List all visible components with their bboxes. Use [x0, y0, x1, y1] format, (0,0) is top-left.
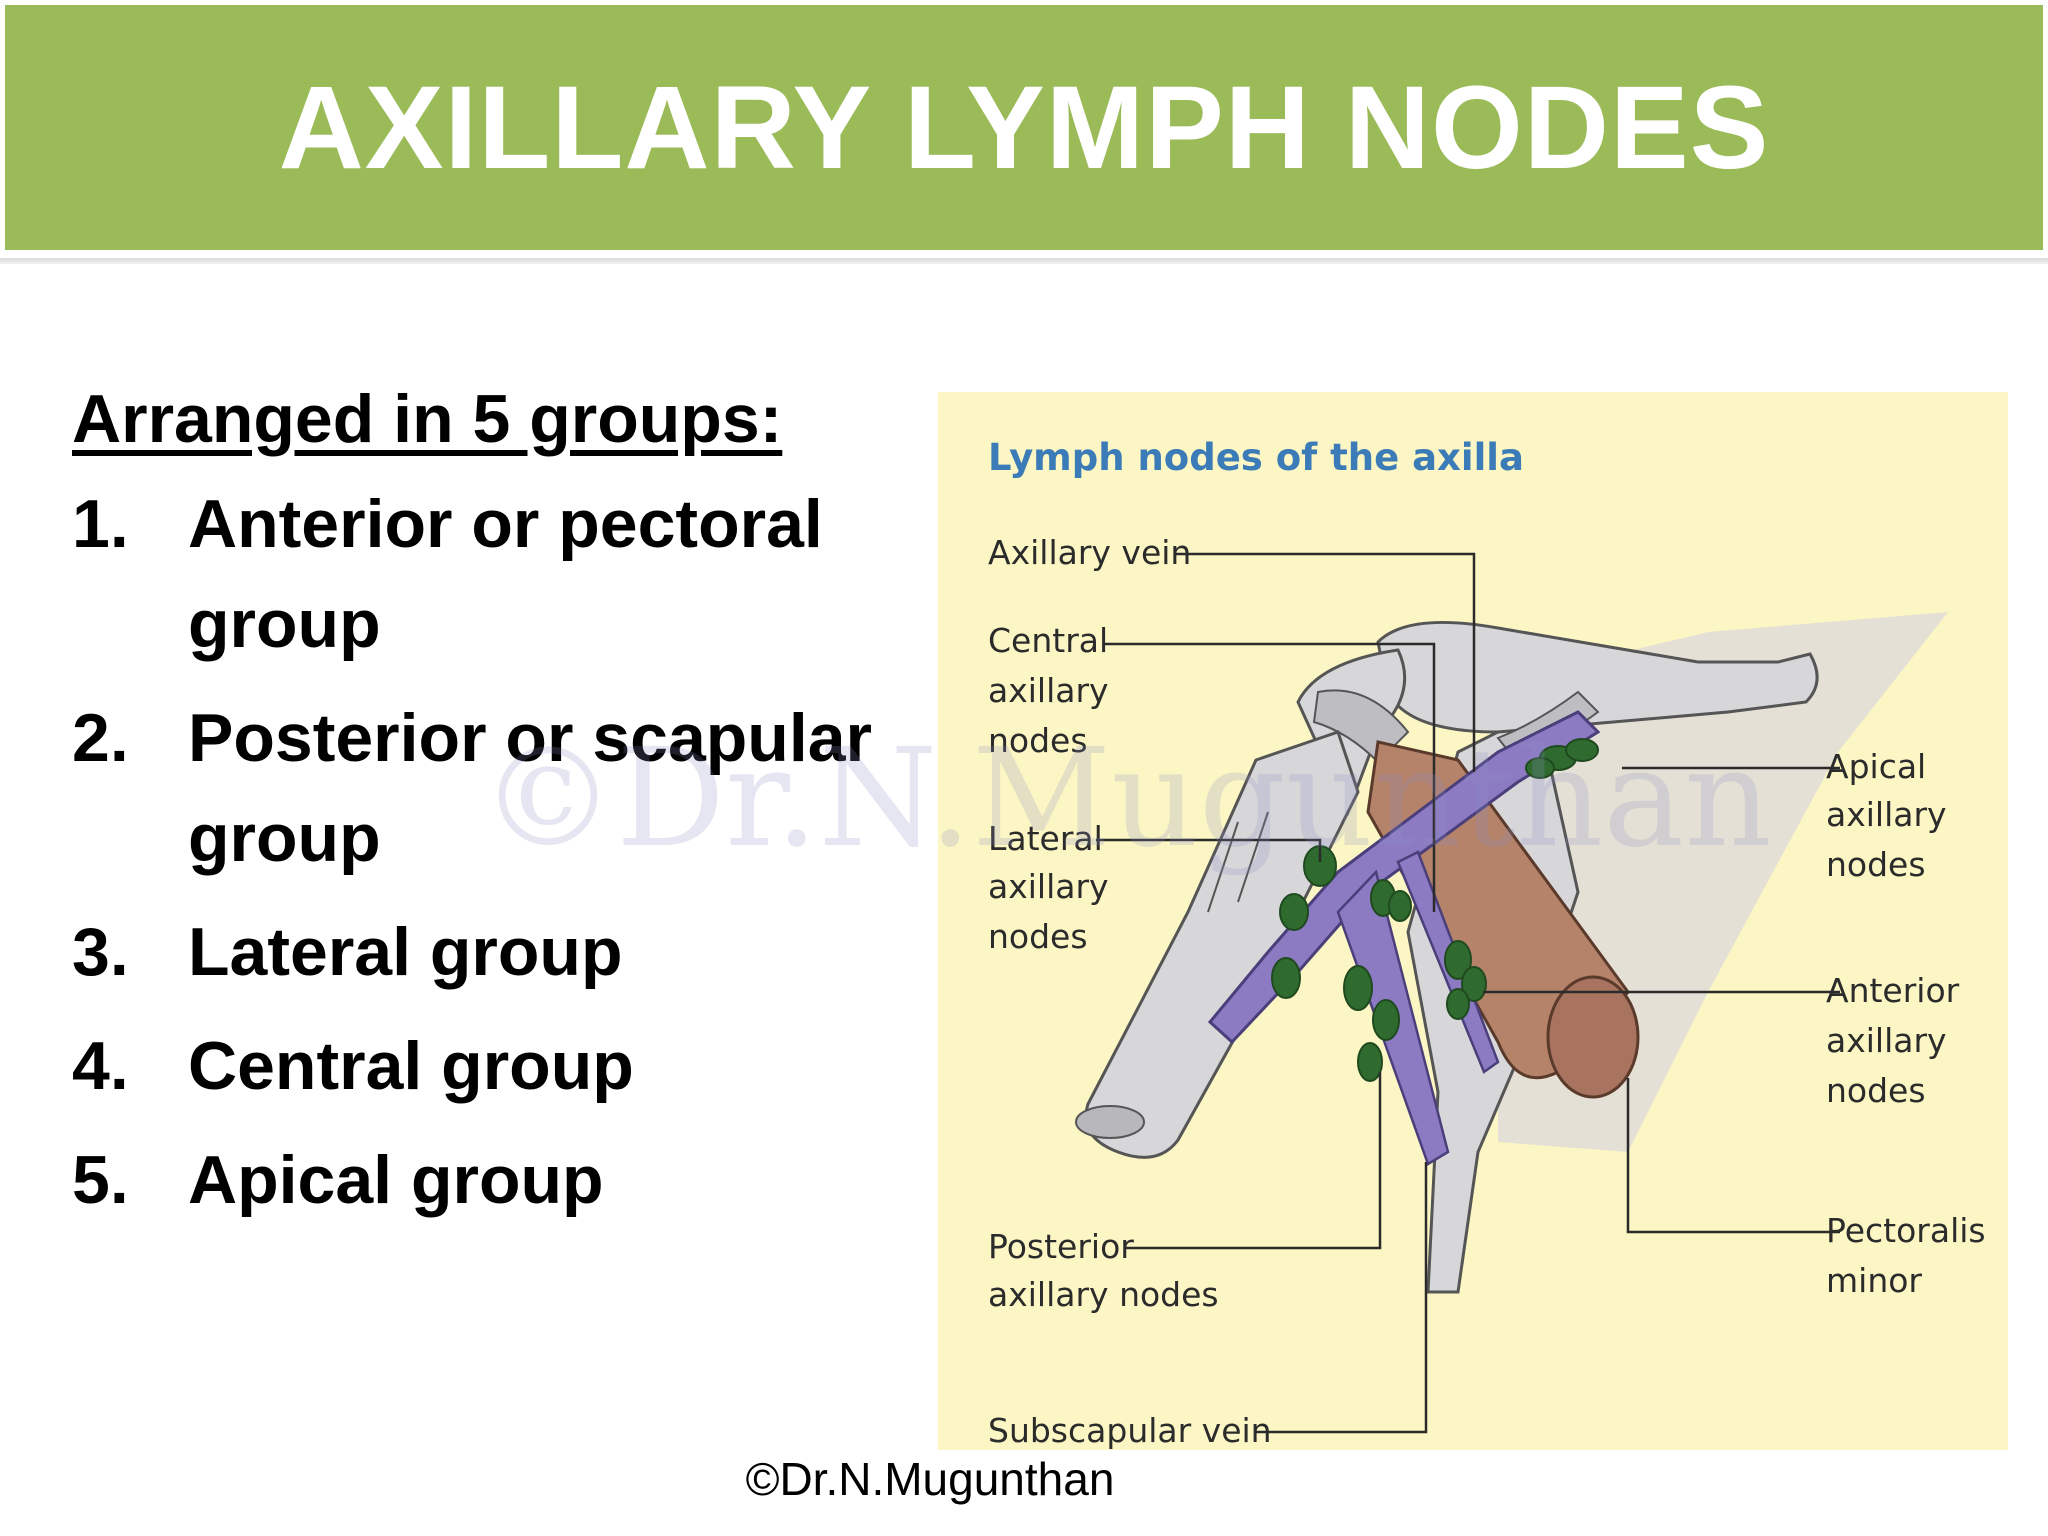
label-axillary-vein: Axillary vein [988, 533, 1191, 572]
list-item-text: Central group [188, 1028, 634, 1104]
bone-contour [1207, 821, 1239, 913]
list-item: 1. Anterior or pectoral group [72, 474, 932, 674]
list-item: 4. Central group [72, 1016, 932, 1116]
label-posterior-line1: Posterior [988, 1227, 1134, 1266]
label-pectoralis-line1: Pectoralis [1826, 1211, 1986, 1250]
label-anterior-line2: axillary [1826, 1021, 1947, 1060]
list-item-text: Anterior or pectoral group [188, 486, 823, 662]
list-item-text: Apical group [188, 1142, 604, 1218]
axilla-illustration: Lymph nodes of the axilla Axillary vein … [988, 436, 1986, 1450]
leader-pectoralis-minor [1626, 1078, 1840, 1234]
axilla-diagram: Lymph nodes of the axilla Axillary vein … [938, 392, 2008, 1450]
list-item: 2. Posterior or scapular group [72, 688, 932, 888]
list-item-number: 5. [72, 1142, 129, 1218]
humerus-cut-end [1075, 1105, 1145, 1139]
list-item-number: 1. [72, 486, 129, 562]
list-item-text: Posterior or scapular group [188, 700, 873, 876]
label-apical-line2: axillary [1826, 795, 1947, 834]
list-item: 3. Lateral group [72, 902, 932, 1002]
label-central-line3: nodes [988, 721, 1088, 760]
list-item-number: 4. [72, 1028, 129, 1104]
list-item-number: 3. [72, 914, 129, 990]
leader-axillary-vein [1176, 552, 1476, 772]
label-subscapular-vein: Subscapular vein [988, 1411, 1272, 1450]
clavicle [1376, 620, 1819, 734]
pectoralis-minor-cut-end [1546, 975, 1640, 1099]
list-heading: Arranged in 5 groups: [72, 381, 783, 457]
leader-posterior-nodes [1124, 1072, 1382, 1250]
copyright-footer: ©Dr.N.Mugunthan [745, 1453, 1115, 1505]
diagram-title: Lymph nodes of the axilla [988, 436, 1524, 479]
bone-contour [1237, 811, 1269, 903]
title-bar: AXILLARY LYMPH NODES [5, 5, 2043, 250]
groups-list: Arranged in 5 groups: 1. Anterior or pec… [72, 372, 932, 1244]
list-item-text: Lateral group [188, 914, 623, 990]
label-anterior-line3: nodes [1826, 1071, 1926, 1110]
list-item-number: 2. [72, 700, 129, 776]
title-divider [0, 258, 2048, 264]
axillary-vein [1207, 710, 1601, 1045]
leader-subscapular-vein [1256, 1162, 1428, 1434]
lymph-nodes [1271, 738, 1599, 1082]
label-central-line1: Central [988, 621, 1108, 660]
label-lateral-line2: axillary [988, 867, 1109, 906]
label-lateral-line1: Lateral [988, 819, 1103, 858]
label-apical-line3: nodes [1826, 845, 1926, 884]
label-central-line2: axillary [988, 671, 1109, 710]
label-posterior-line2: axillary nodes [988, 1275, 1219, 1314]
leader-lateral-nodes [1096, 838, 1322, 862]
label-lateral-line3: nodes [988, 917, 1088, 956]
label-anterior-line1: Anterior [1826, 971, 1960, 1010]
label-apical-line1: Apical [1826, 747, 1926, 786]
label-pectoralis-line2: minor [1826, 1261, 1922, 1300]
leader-central-nodes [1104, 642, 1436, 912]
page-title: AXILLARY LYMPH NODES [278, 61, 1770, 194]
list-item: 5. Apical group [72, 1130, 932, 1230]
